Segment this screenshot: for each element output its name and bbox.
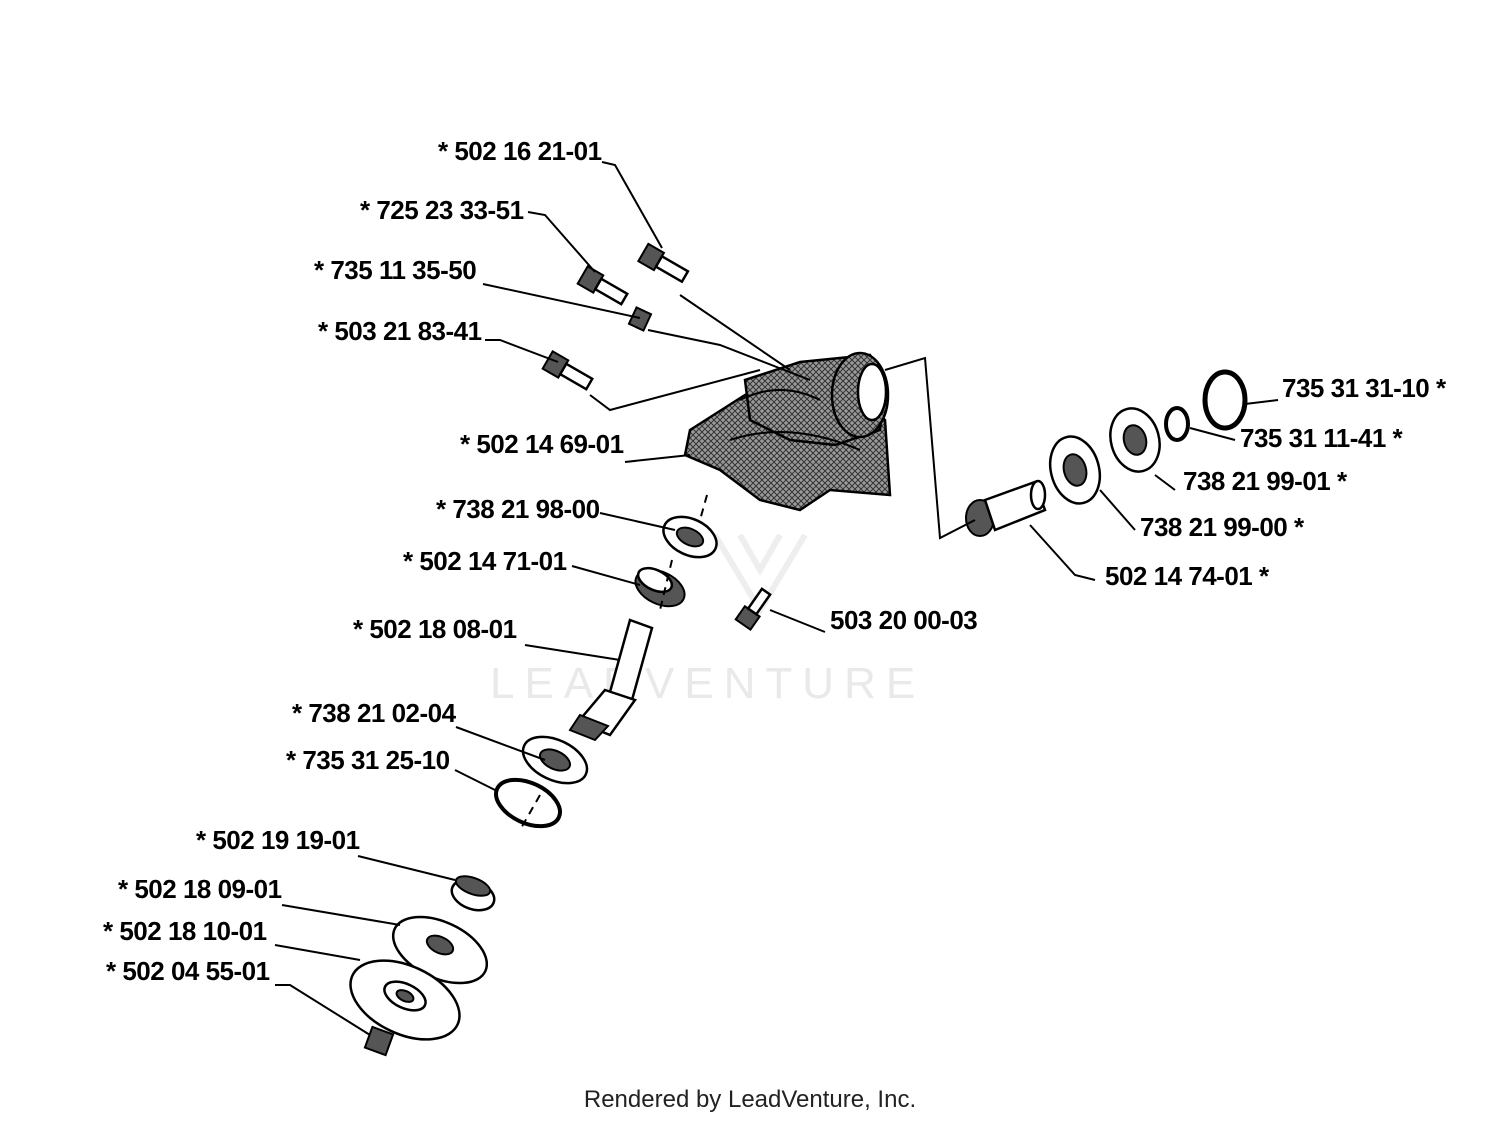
label-502-18-08-01: * 502 18 08-01 [353,614,517,644]
label-738-21-99-01: 738 21 99-01 * [1183,466,1348,496]
leader-lines [274,161,1279,1036]
label-735-31-11-41: 735 31 11-41 * [1240,423,1404,453]
bearing-738-21-99-01 [1109,407,1161,473]
label-502-04-55-01: * 502 04 55-01 [106,956,270,986]
label-502-14-69-01: * 502 14 69-01 [460,429,624,459]
circlip-735-31-25-10 [494,777,562,829]
bevel-gear-502-14-71-01 [634,566,686,608]
nut-502-04-55-01 [363,1025,395,1057]
label-738-21-98-00: * 738 21 98-00 [436,494,600,524]
label-738-21-99-00: 738 21 99-00 * [1140,512,1305,542]
part-labels: * 502 16 21-01 * 725 23 33-51 * 735 11 3… [103,136,1447,986]
washer-502-18-10-01 [349,959,461,1041]
label-502-18-09-01: * 502 18 09-01 [118,874,282,904]
label-503-21-83-41: * 503 21 83-41 [318,316,482,346]
label-735-11-35-50: * 735 11 35-50 [314,255,476,285]
label-502-18-10-01: * 502 18 10-01 [103,916,267,946]
label-502-14-71-01: * 502 14 71-01 [403,546,567,576]
shaft-502-18-08-01 [568,618,654,742]
label-503-20-00-03: 503 20 00-03 [830,605,977,635]
label-725-23-33-51: * 725 23 33-51 [360,195,524,225]
label-502-14-74-01: 502 14 74-01 * [1105,561,1270,591]
screw-502-16-21-01 [636,242,690,284]
nut-735-11-35-50 [627,306,653,332]
support-cup-502-18-09-01 [391,915,489,985]
screw-503-21-83-41 [541,349,594,391]
label-502-16-21-01: * 502 16 21-01 [438,136,602,166]
bearing-738-21-99-00 [1048,435,1102,505]
label-735-31-31-10: 735 31 31-10 * [1282,373,1447,403]
label-738-21-02-04: * 738 21 02-04 [292,698,457,728]
circlip-735-31-31-10 [1202,369,1248,431]
screw-725-23-33-51 [576,264,629,306]
bushing-502-19-19-01 [450,875,496,912]
pinion-shaft-502-14-74-01 [965,479,1047,537]
label-502-19-19-01: * 502 19 19-01 [196,825,360,855]
footer-credit: Rendered by LeadVenture, Inc. [583,1086,917,1113]
gear-housing [683,351,892,512]
screw-503-20-00-03 [734,587,772,632]
label-735-31-25-10: * 735 31 25-10 [286,745,450,775]
bearing-738-21-98-00 [662,515,718,559]
watermark-text: LEADVENTURE [490,659,925,708]
bearing-738-21-02-04 [521,735,589,785]
washer-735-31-11-41 [1164,406,1190,442]
